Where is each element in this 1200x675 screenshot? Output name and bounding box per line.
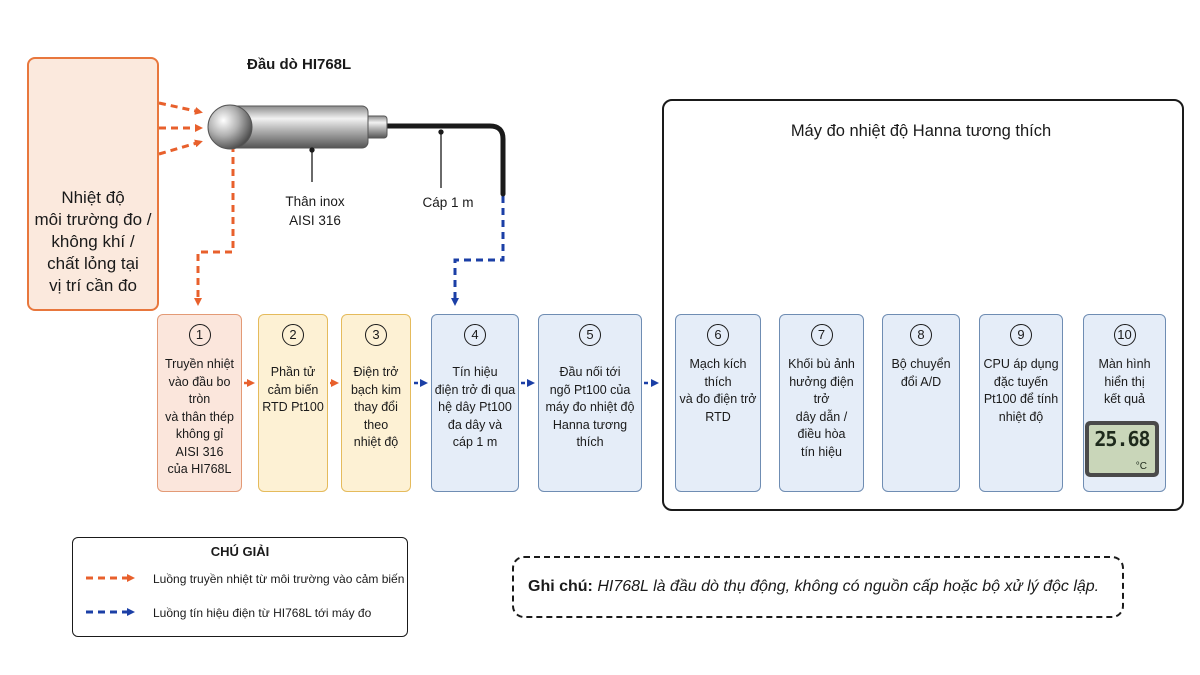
step-7: 7 Khối bù ảnh hưởng điện trở dây dẫn / đ… — [779, 314, 864, 492]
step-4: 4 Tín hiệu điện trở đi qua hệ dây Pt100 … — [431, 314, 519, 492]
step-text: Khối bù ảnh hưởng điện trở dây dẫn / điề… — [788, 357, 855, 459]
step-text: Tín hiệu điện trở đi qua hệ dây Pt100 đa… — [434, 365, 516, 449]
step-5: 5 Đầu nối tới ngõ Pt100 của máy đo nhiệt… — [538, 314, 642, 492]
step-1: 1 Truyền nhiệt vào đầu bo tròn và thân t… — [157, 314, 242, 492]
step-number: 8 — [910, 324, 932, 346]
legend-heat-flow: Luồng truyền nhiệt từ môi trường vào cảm… — [153, 572, 405, 586]
note-body: HI768L là đầu dò thụ động, không có nguồ… — [597, 578, 1100, 595]
probe-hi768l — [207, 104, 506, 197]
step-number: 9 — [1010, 324, 1032, 346]
step-number: 6 — [707, 324, 729, 346]
step-text: Mạch kích thích và đo điện trở RTD — [679, 357, 757, 424]
step-9: 9 CPU áp dụng đặc tuyến Pt100 để tính nh… — [979, 314, 1063, 492]
lcd-display: 25.68 °C — [1085, 421, 1159, 477]
note-label: Ghi chú: — [528, 578, 593, 595]
probe-cable-label: Cáp 1 m — [422, 195, 474, 210]
probe-title: Đầu dò HI768L — [247, 56, 352, 73]
lcd-unit: °C — [1135, 461, 1147, 472]
step-number: 7 — [810, 324, 833, 346]
probe-body-label: Thân inox AISI 316 — [285, 194, 345, 228]
step-number: 4 — [464, 324, 486, 346]
step-3: 3 Điện trở bạch kim thay đổi theo nhiệt … — [341, 314, 411, 492]
step-number: 10 — [1113, 324, 1136, 346]
step-6: 6 Mạch kích thích và đo điện trở RTD — [675, 314, 761, 492]
step-8: 8 Bộ chuyển đổi A/D — [882, 314, 960, 492]
heat-flow-arrows — [158, 101, 235, 306]
step-text: Truyền nhiệt vào đầu bo tròn và thân thé… — [164, 357, 235, 476]
note-box: Ghi chú: HI768L là đầu dò thụ động, khôn… — [512, 556, 1124, 618]
step-number: 3 — [365, 324, 387, 346]
note-line: Ghi chú: HI768L là đầu dò thụ động, khôn… — [528, 578, 1099, 596]
environment-box: Nhiệt độ môi trường đo / không khí / chấ… — [27, 57, 159, 311]
step-number: 2 — [282, 324, 304, 346]
signal-cable-arrow — [451, 196, 505, 306]
legend: CHÚ GIẢI Luồng truyền nhiệt từ môi trườn… — [72, 537, 408, 637]
step-number: 5 — [579, 324, 601, 346]
lcd-value: 25.68 — [1094, 427, 1150, 451]
step-text: Bộ chuyển đổi A/D — [891, 357, 951, 389]
legend-arrows — [86, 574, 135, 616]
step-text: Đầu nối tới ngõ Pt100 của máy đo nhiệt đ… — [545, 365, 635, 449]
step-text: Màn hình hiển thị kết quả — [1098, 357, 1151, 406]
legend-title: CHÚ GIẢI — [210, 544, 270, 559]
lcd-screen: 25.68 °C — [1089, 425, 1155, 473]
step-text: Điện trở bạch kim thay đổi theo nhiệt độ — [350, 365, 402, 449]
environment-label: Nhiệt độ môi trường đo / không khí / chấ… — [34, 188, 152, 295]
label-pointers — [309, 129, 444, 188]
step-text: CPU áp dụng đặc tuyến Pt100 để tính nhiệ… — [983, 357, 1059, 424]
step-2: 2 Phần tử cảm biến RTD Pt100 — [258, 314, 328, 492]
step-text: Phần tử cảm biến RTD Pt100 — [262, 365, 324, 414]
step-number: 1 — [188, 324, 211, 346]
legend-signal-flow: Luồng tín hiệu điện từ HI768L tới máy đo — [153, 606, 372, 620]
meter-title: Máy đo nhiệt độ Hanna tương thích — [790, 122, 1052, 140]
